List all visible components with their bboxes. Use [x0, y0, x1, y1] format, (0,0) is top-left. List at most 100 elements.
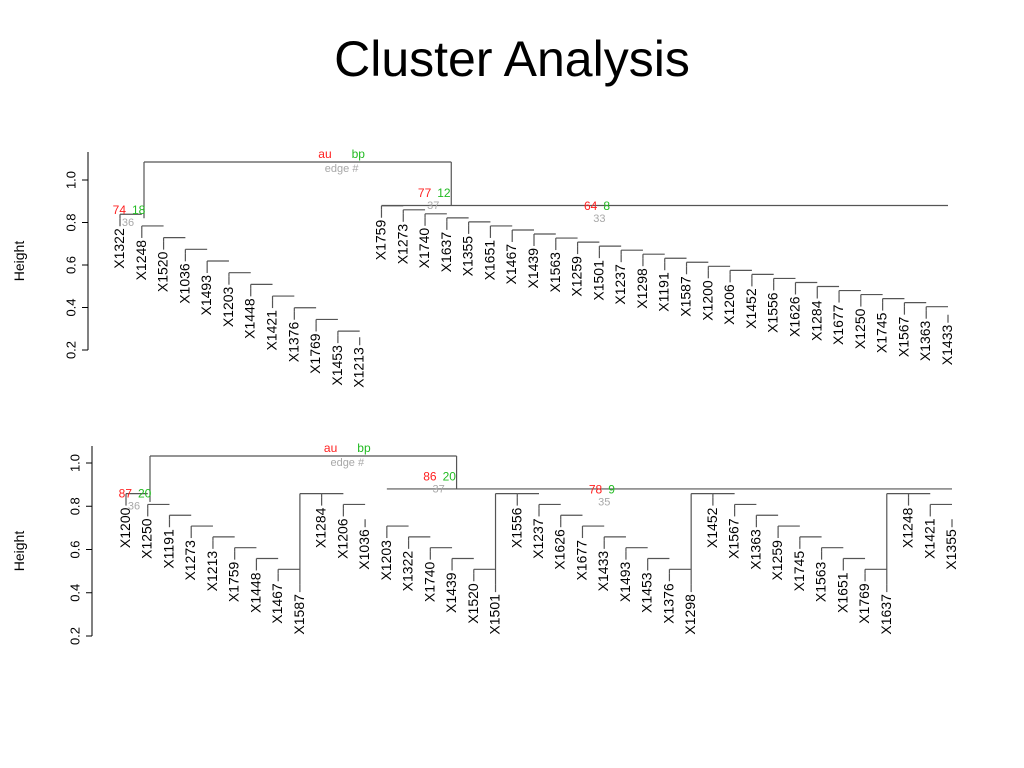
page-title: Cluster Analysis	[334, 31, 690, 87]
legend-edge: edge #	[325, 163, 360, 175]
leaf-label: X1556	[765, 292, 781, 333]
leaf-label: X1284	[808, 300, 824, 341]
leaf-label: X1200	[117, 507, 133, 548]
y-tick-label: 0.4	[67, 584, 82, 602]
y-tick-label: 0.4	[63, 298, 78, 316]
leaf-label: X1448	[242, 298, 258, 339]
y-tick-label: 0.6	[67, 540, 82, 558]
leaf-label: X1626	[552, 529, 568, 570]
leaf-label: X1759	[226, 561, 242, 602]
leaf-label: X1273	[182, 540, 198, 581]
node-bp-label: 18	[132, 203, 146, 217]
leaf-label: X1439	[443, 572, 459, 613]
node-bp-label: 20	[443, 469, 457, 483]
node-bp-label: 20	[138, 487, 152, 501]
leaf-label: X1740	[421, 561, 437, 602]
leaf-label: X1248	[900, 507, 916, 548]
y-tick-label: 0.2	[63, 341, 78, 359]
leaf-label: X1036	[356, 529, 372, 570]
node-au-label: 74	[113, 203, 127, 217]
leaf-label: X1453	[639, 572, 655, 613]
y-tick-label: 0.6	[63, 256, 78, 274]
leaf-label: X1259	[569, 256, 585, 297]
leaf-label: X1200	[699, 280, 715, 321]
leaf-label: X1439	[525, 248, 541, 289]
y-tick-label: 0.8	[67, 497, 82, 515]
y-axis-label: Height	[11, 241, 27, 282]
leaf-label: X1467	[503, 244, 519, 285]
node-edge-label: 37	[427, 200, 439, 212]
leaf-label: X1587	[291, 594, 307, 635]
leaf-label: X1567	[726, 518, 742, 559]
leaf-label: X1322	[400, 551, 416, 592]
leaf-label: X1745	[791, 551, 807, 592]
leaf-label: X1501	[487, 594, 503, 635]
leaf-label: X1587	[678, 276, 694, 317]
node-edge-label: 36	[128, 501, 140, 513]
leaf-label: X1363	[747, 529, 763, 570]
node-bp-label: 12	[437, 186, 451, 200]
leaf-label: X1626	[786, 296, 802, 337]
leaf-label: X1250	[139, 518, 155, 559]
leaf-label: X1203	[220, 286, 236, 327]
leaf-label: X1203	[378, 540, 394, 581]
leaf-label: X1637	[878, 594, 894, 635]
node-au-label: 77	[418, 186, 432, 200]
leaf-label: X1213	[204, 551, 220, 592]
y-tick-label: 1.0	[67, 454, 82, 472]
leaf-label: X1740	[416, 228, 432, 269]
leaf-label: X1563	[547, 252, 563, 293]
leaf-label: X1191	[656, 272, 672, 312]
leaf-label: X1677	[830, 304, 846, 345]
leaf-label: X1677	[573, 540, 589, 581]
leaf-label: X1273	[394, 224, 410, 265]
leaf-label: X1453	[329, 345, 345, 386]
leaf-label: X1355	[460, 236, 476, 277]
node-edge-label: 36	[122, 217, 134, 229]
leaf-label: X1501	[590, 260, 606, 301]
legend-bp: bp	[352, 147, 366, 161]
y-tick-label: 1.0	[63, 171, 78, 189]
node-edge-label: 37	[432, 483, 444, 495]
node-au-label: 78	[589, 482, 603, 496]
y-tick-label: 0.8	[63, 213, 78, 231]
leaf-label: X1433	[939, 325, 955, 366]
leaf-label: X1567	[895, 316, 911, 357]
leaf-label: X1520	[465, 583, 481, 624]
leaf-label: X1237	[612, 264, 628, 305]
leaf-label: X1355	[943, 529, 959, 570]
y-tick-label: 0.2	[67, 627, 82, 645]
leaf-label: X1206	[721, 284, 737, 325]
leaf-label: X1556	[508, 507, 524, 548]
leaf-label: X1452	[743, 288, 759, 329]
node-bp-label: 9	[608, 482, 615, 496]
node-bp-label: 8	[603, 199, 610, 213]
node-au-label: 87	[119, 487, 133, 501]
node-edge-label: 33	[593, 213, 605, 225]
leaf-label: X1452	[704, 507, 720, 548]
leaf-label: X1206	[334, 518, 350, 559]
leaf-label: X1520	[155, 251, 171, 292]
legend-au: au	[318, 147, 331, 161]
y-axis-label: Height	[11, 531, 27, 572]
leaf-label: X1467	[269, 583, 285, 624]
leaf-label: X1376	[660, 583, 676, 624]
leaf-label: X1376	[285, 322, 301, 363]
leaf-label: X1563	[813, 561, 829, 602]
leaf-label: X1448	[247, 572, 263, 613]
leaf-label: X1769	[856, 583, 872, 624]
leaf-label: X1651	[481, 240, 497, 281]
leaf-label: X1259	[769, 540, 785, 581]
leaf-label: X1036	[176, 263, 192, 304]
node-au-label: 64	[584, 199, 598, 213]
leaf-label: X1745	[874, 312, 890, 353]
legend-bp: bp	[357, 441, 371, 455]
leaf-label: X1191	[160, 529, 176, 569]
leaf-label: X1250	[852, 308, 868, 349]
legend-au: au	[324, 441, 337, 455]
leaf-label: X1493	[198, 275, 214, 316]
leaf-label: X1363	[917, 320, 933, 361]
leaf-label: X1213	[351, 347, 367, 388]
leaf-label: X1493	[617, 561, 633, 602]
